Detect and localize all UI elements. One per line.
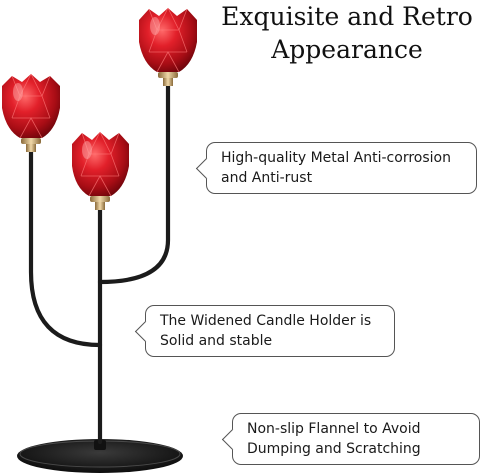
right-tulip-cup (139, 7, 197, 86)
title-line-2: Appearance (271, 35, 423, 64)
callout-text-line: Solid and stable (160, 333, 273, 349)
callout-text-line: and Anti-rust (221, 170, 313, 186)
page-title: Exquisite and Retro Appearance (206, 0, 488, 66)
base-plate (17, 439, 183, 473)
left-rod (28, 147, 103, 348)
center-tulip-cup (72, 131, 129, 210)
metal-frame (28, 82, 171, 445)
stem-foot (94, 440, 106, 450)
right-rod (97, 82, 171, 285)
callout-widened-holder: The Widened Candle Holder is Solid and s… (145, 305, 395, 357)
title-line-1: Exquisite and Retro (221, 2, 473, 31)
callout-text-line: Non-slip Flannel to Avoid (247, 421, 421, 437)
left-tulip-cup (2, 73, 60, 152)
callout-metal-anti-rust: High-quality Metal Anti-corrosion and An… (206, 142, 477, 194)
callout-text-line: High-quality Metal Anti-corrosion (221, 150, 451, 166)
callout-non-slip-flannel: Non-slip Flannel to Avoid Dumping and Sc… (232, 413, 480, 465)
callout-text-line: The Widened Candle Holder is (160, 313, 372, 329)
callout-text-line: Dumping and Scratching (247, 441, 421, 457)
